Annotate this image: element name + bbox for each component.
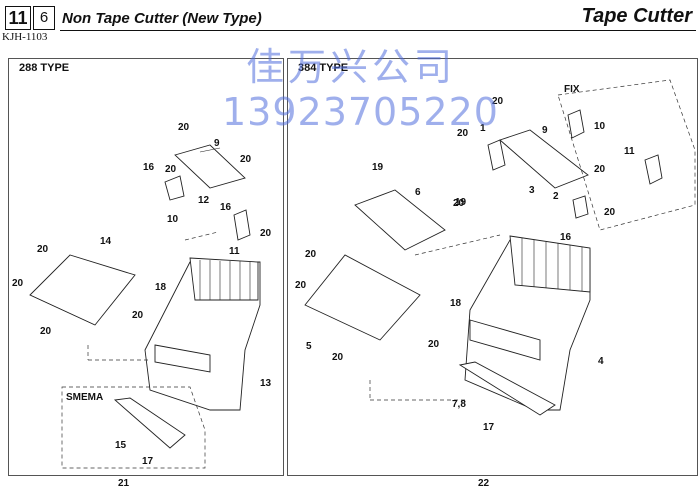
part-callout-right: 20 <box>428 339 440 350</box>
part-callout-left: 20 <box>40 326 52 337</box>
part-callout-right: 20 <box>305 249 317 260</box>
part-callout-right: 10 <box>594 121 606 132</box>
part-callout-right: 20 <box>295 280 307 291</box>
part-callout-right: 20 <box>457 128 469 139</box>
part-callout-right: 18 <box>450 298 462 309</box>
part-callout-right: 9 <box>542 125 548 136</box>
part-callout-right: 1 <box>480 123 486 134</box>
part-callout-right: 19 <box>455 197 467 208</box>
part-6-plate <box>354 189 446 251</box>
fix-box <box>557 79 696 231</box>
part-callout-left: 13 <box>260 378 272 389</box>
part-3-cover <box>499 129 589 189</box>
watermark-company: 佳万兴公司 <box>246 45 457 89</box>
part-callout-right: 19 <box>372 162 384 173</box>
part-callout-left: 10 <box>167 214 179 225</box>
part-callout-right: 3 <box>529 185 535 196</box>
part-callout-right: 11 <box>624 146 635 157</box>
watermark-phone: 13923705220 <box>222 90 499 134</box>
fix-label: FIX <box>564 84 580 95</box>
panel-label-384: 384 TYPE <box>298 62 349 74</box>
part-callout-left: 20 <box>240 154 252 165</box>
subchapter-number: 6 <box>33 6 55 30</box>
part-11-fix-bracket <box>644 154 663 185</box>
part-5-chute <box>304 254 421 341</box>
page-title: Non Tape Cutter (New Type) <box>62 10 262 27</box>
part-4-plate <box>469 319 541 361</box>
part-callout-right: 2 <box>553 191 559 202</box>
part-callout-right: 4 <box>598 356 604 367</box>
part-callout-right: 20 <box>604 207 616 218</box>
section-title: Tape Cutter <box>581 5 692 27</box>
part-callout-left: 9 <box>214 138 220 149</box>
left-assembly: SMEMA <box>29 144 261 469</box>
panel-384-type: 384 TYPE <box>287 58 698 476</box>
part-callout-right: 5 <box>306 341 312 352</box>
panel-288-type: 288 TYPE <box>8 58 284 476</box>
part-callout-right: 16 <box>560 232 572 243</box>
part-15-strip <box>113 397 186 449</box>
part-callout-right: 17 <box>483 422 495 433</box>
part-callout-left: 18 <box>155 282 167 293</box>
part-callout-right: 20 <box>594 164 606 175</box>
part-callout-right: 7,8 <box>452 399 466 410</box>
part-callout-left: 20 <box>260 228 272 239</box>
header-rule <box>60 30 696 31</box>
panel-label-288: 288 TYPE <box>19 62 70 74</box>
part-14-chute <box>29 254 136 326</box>
part-callout-right: 20 <box>492 96 504 107</box>
part-callout-left: 12 <box>198 195 210 206</box>
part-callout-right: 20 <box>332 352 344 363</box>
part-callout-right: 22 <box>478 478 490 489</box>
part-callout-left: 21 <box>118 478 130 489</box>
part-callout-left: 16 <box>220 202 232 213</box>
part-7-strip <box>458 361 556 416</box>
smema-box <box>61 386 206 469</box>
part-callout-left: 16 <box>143 162 155 173</box>
part-1-bracket <box>487 139 506 171</box>
part-10-bracket <box>164 175 185 201</box>
part-13-plate <box>154 344 211 373</box>
part-13-grille <box>189 257 259 301</box>
part-callout-left: 20 <box>178 122 190 133</box>
right-assembly: FIX <box>304 79 696 416</box>
part-11-bracket <box>233 209 251 241</box>
part-callout-right: 6 <box>415 187 421 198</box>
part-12-cover <box>174 144 246 189</box>
part-2-bracket <box>572 195 589 219</box>
part-callout-left: 11 <box>229 246 240 257</box>
part-callout-left: 20 <box>132 310 144 321</box>
part-10-fix-bracket <box>567 109 585 139</box>
document-code: KJH-1103 <box>2 31 48 43</box>
smema-label: SMEMA <box>66 392 103 403</box>
part-callout-right: 20 <box>453 198 465 209</box>
part-callout-left: 20 <box>37 244 49 255</box>
part-callout-left: 20 <box>165 164 177 175</box>
part-callout-left: 17 <box>142 456 154 467</box>
page-header: 11 6 Non Tape Cutter (New Type) Tape Cut… <box>0 0 700 44</box>
chapter-number: 11 <box>5 6 31 30</box>
part-callout-left: 20 <box>12 278 24 289</box>
part-callout-left: 14 <box>100 236 112 247</box>
part-callout-left: 15 <box>115 440 127 451</box>
